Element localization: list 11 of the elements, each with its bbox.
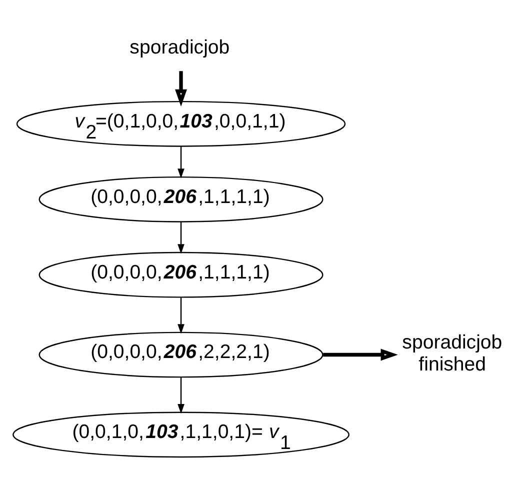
arrow [178,377,184,414]
arrow [178,297,184,334]
arrow [178,146,184,178]
node-ellipse: (0,0,0,0,206,1,1,1,1) [38,176,324,222]
arrow [175,70,188,106]
node-ellipse: (0,0,0,0,206,2,2,2,1) [38,331,324,378]
node-text: sporadicjob [130,36,230,58]
arrow [323,348,398,360]
arrow [178,222,184,254]
node-ellipse: (0,0,0,0,206,1,1,1,1) [38,251,324,298]
node-text: sporadicjob finished [402,330,502,375]
